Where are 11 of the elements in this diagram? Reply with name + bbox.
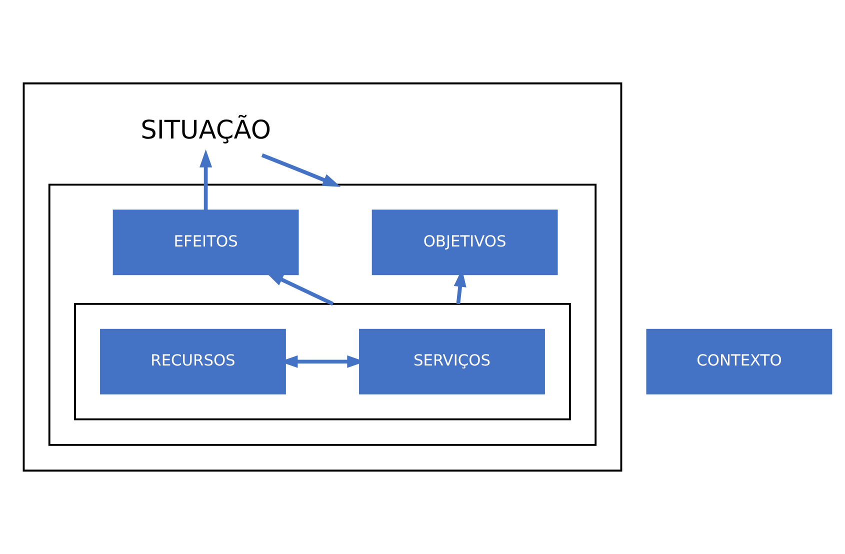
arrow	[200, 149, 212, 210]
cluster	[74, 302, 571, 420]
node-text: SITUAÇÃO	[140, 116, 272, 146]
cluster	[48, 184, 597, 446]
node-box: RECURSOS	[100, 328, 286, 394]
node-box: OBJETIVOS	[372, 210, 558, 276]
arrow	[261, 153, 341, 187]
node-box: SERVIÇOS	[359, 328, 545, 394]
cluster	[22, 82, 622, 472]
node-box: CONTEXTO	[646, 328, 832, 394]
node-box: EFEITOS	[112, 210, 299, 276]
